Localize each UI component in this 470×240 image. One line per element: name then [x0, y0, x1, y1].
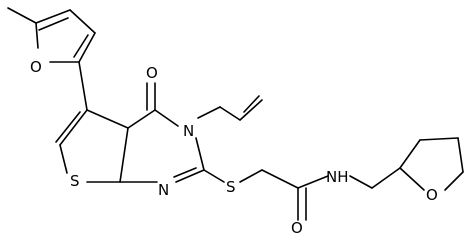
bond: [175, 169, 205, 183]
bond: [371, 167, 401, 189]
thioether-sulfur-label: S: [226, 178, 236, 196]
bond: [349, 175, 373, 189]
bond: [261, 169, 299, 189]
bond: [197, 106, 221, 119]
thiophene-sulfur-label: S: [70, 172, 80, 190]
bond: [154, 109, 179, 127]
bond: [38, 17, 69, 31]
ring-nitrogen-label: N: [183, 122, 194, 140]
atom-labels: O O N S N S O NH O: [30, 58, 438, 237]
bond: [73, 34, 89, 58]
bond: [399, 167, 425, 191]
bond: [86, 109, 129, 129]
bond: [239, 99, 263, 121]
bond: [457, 137, 464, 173]
bond: [399, 139, 421, 169]
bond: [35, 9, 71, 24]
bond: [297, 175, 329, 189]
bond: [444, 171, 464, 191]
bond: [127, 109, 156, 129]
bond: [119, 127, 129, 183]
bond: [203, 169, 225, 183]
bond: [69, 9, 96, 34]
thf-oxygen-label: O: [426, 186, 438, 204]
amide-oxygen-label: O: [291, 219, 303, 237]
bond: [419, 137, 459, 141]
bond: [7, 7, 37, 24]
bond: [55, 111, 81, 143]
ring-nitrogen-2-label: N: [158, 181, 169, 199]
bond: [173, 167, 197, 178]
carbonyl-oxygen-label: O: [146, 64, 158, 82]
amide-nh-label: NH: [326, 168, 349, 186]
bond: [243, 95, 260, 113]
bond: [219, 106, 241, 121]
bond: [78, 32, 96, 63]
bond: [239, 169, 263, 183]
furan-oxygen-label: O: [30, 58, 42, 76]
bond: [35, 22, 39, 49]
bond: [59, 144, 68, 174]
bonds: [7, 7, 464, 221]
bond: [59, 109, 88, 146]
bond: [78, 61, 88, 111]
bond: [195, 137, 205, 171]
